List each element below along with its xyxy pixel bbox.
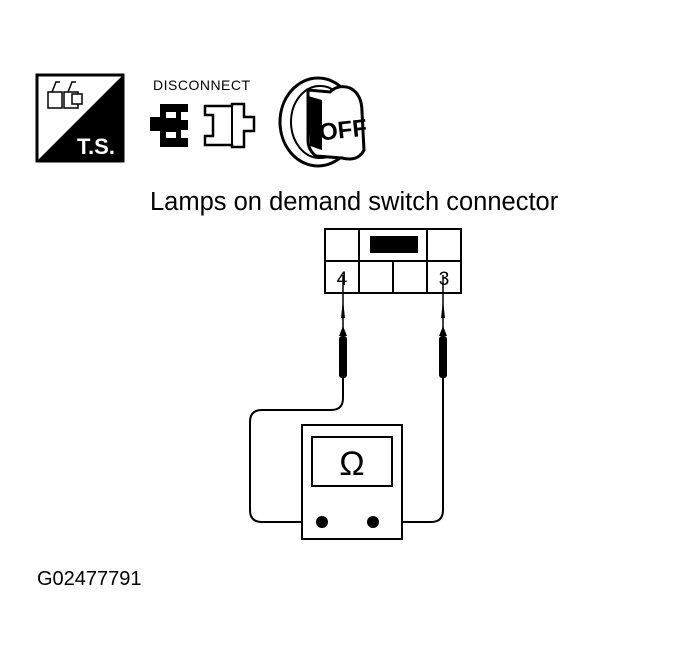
ohmmeter-icon xyxy=(301,424,403,540)
probe-left xyxy=(339,275,347,378)
ignition-off-label: OFF xyxy=(318,115,369,147)
ohm-symbol: Ω xyxy=(339,445,364,483)
terminal-4-label: 4 xyxy=(337,269,348,290)
disconnect-label: DISCONNECT xyxy=(153,77,251,93)
terminal-3-label: 3 xyxy=(439,269,450,290)
connector-face xyxy=(324,228,462,294)
lead-left xyxy=(249,378,344,523)
figure-id: G02477791 xyxy=(37,568,142,590)
connector-title: Lamps on demand switch connector xyxy=(150,188,559,216)
connector-disconnect-icon: DISCONNECT xyxy=(150,77,256,149)
connector-lock-tab xyxy=(370,236,418,253)
ts-label: T.S. xyxy=(77,134,115,159)
probe-right xyxy=(439,275,447,378)
lead-right xyxy=(373,378,444,523)
ignition-key-off-icon: OFF xyxy=(278,76,369,168)
troubleshooting-icon: T.S. xyxy=(35,73,125,163)
